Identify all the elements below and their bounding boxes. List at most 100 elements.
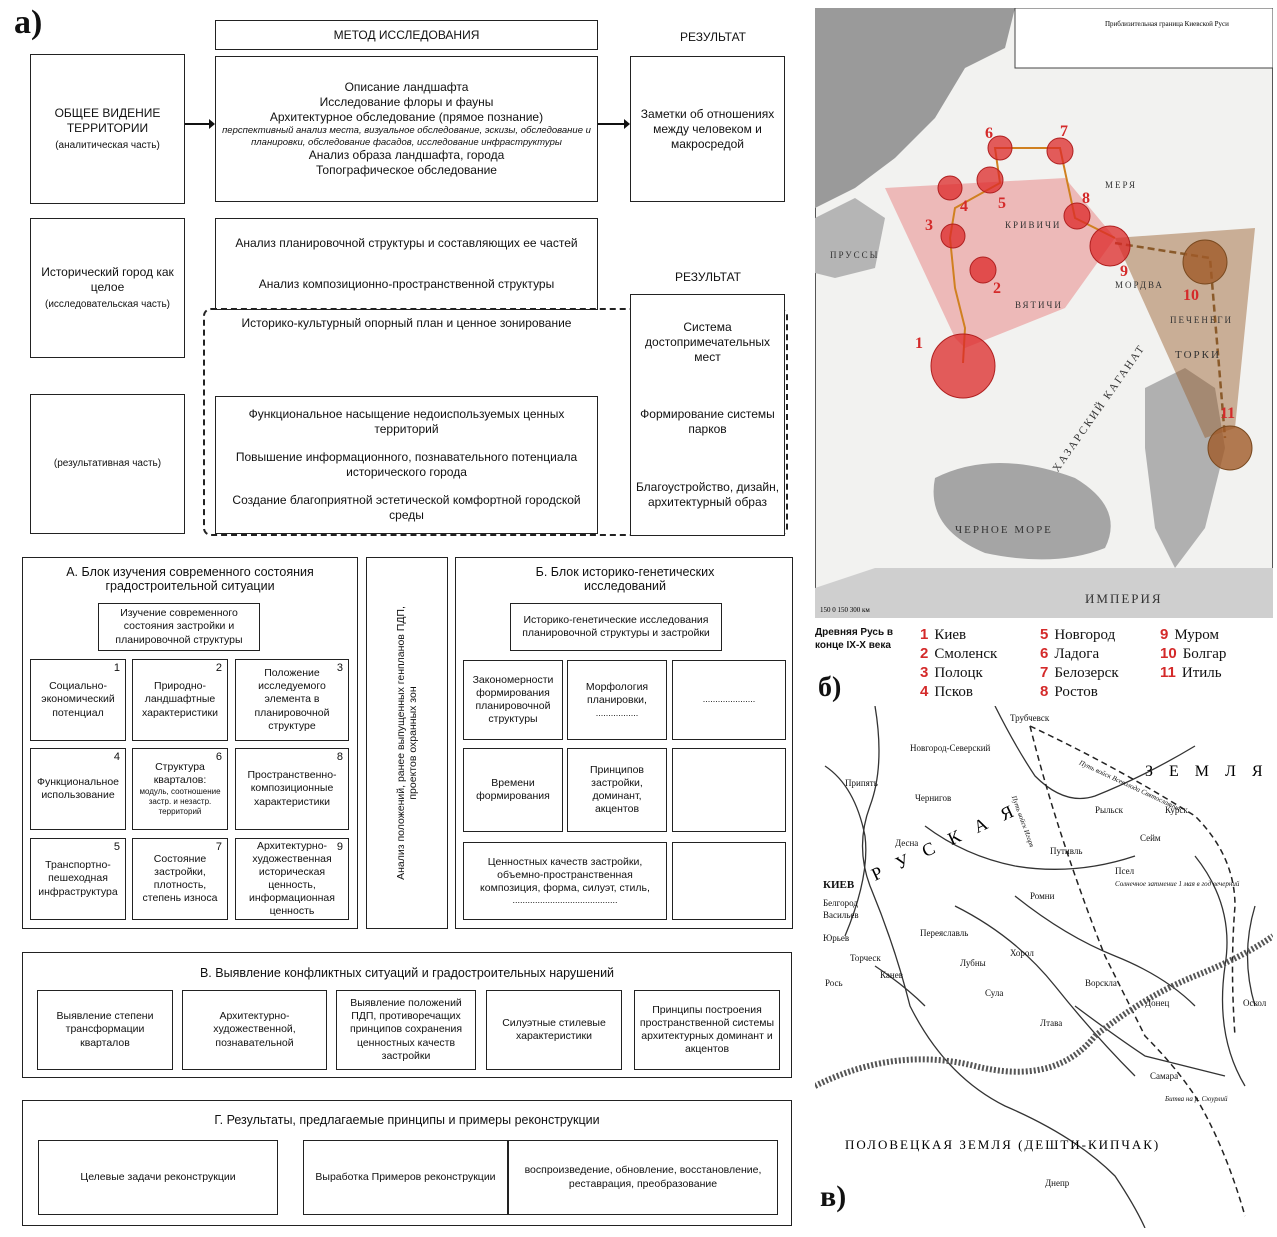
center3-line1: Функциональное насыщение недоиспользуемы… — [248, 407, 565, 437]
block-b-c-empty1: ..................... — [672, 660, 786, 740]
city-num-2: 2 — [993, 280, 1001, 297]
legend-city-name: Смоленск — [934, 646, 998, 662]
legend-number: 4 — [920, 683, 929, 700]
block-a-cell-text: Природно-ландшафтные характеристики — [142, 680, 218, 719]
result2-line2: Формирование системы парков — [640, 407, 775, 437]
block-a-cell-num: 4 — [113, 751, 120, 763]
block-v-item-text: Силуэтные стилевые характеристики — [502, 1016, 606, 1042]
block-g-item-3: воспроизведение, обновление, восстановле… — [508, 1140, 778, 1215]
dashed-frame — [203, 308, 788, 536]
map-scale: 150 0 150 300 км — [820, 606, 870, 614]
legend-number: 8 — [1040, 683, 1049, 700]
block-g-item-1: Целевые задачи реконструкции — [38, 1140, 278, 1215]
city-num-7: 7 — [1060, 123, 1068, 140]
block-a-cell-num: 3 — [336, 662, 343, 674]
block-a-cell-text: Архитектурно-художественная историческая… — [249, 839, 335, 918]
city-marker-7 — [1046, 137, 1074, 165]
legend-city-name: Псков — [934, 684, 973, 700]
result2-line1: Система достопримечательных мест — [645, 320, 770, 365]
left-box-3: (результативная часть) — [30, 394, 185, 534]
left-box-2-title: Исторический город как целое — [41, 264, 174, 294]
label-v: в) — [820, 1180, 847, 1213]
legend-number: 7 — [1040, 664, 1049, 681]
map-text-pechenegi: ПЕЧЕНЕГИ — [1170, 315, 1233, 325]
map-v-kiev: КИЕВ — [823, 879, 855, 891]
vertical-text: Анализ положений, ранее выпущенных генпл… — [395, 606, 419, 880]
map-v-desna: Десна — [895, 838, 918, 848]
left-box-1-sub: (аналитическая часть) — [55, 139, 160, 151]
result-header-2: РЕЗУЛЬТАТ — [675, 270, 741, 284]
left-box-1: ОБЩЕЕ ВИДЕНИЕ ТЕРРИТОРИИ (аналитическая … — [30, 54, 185, 204]
block-b-title: Б. Блок историко-генетических исследован… — [535, 565, 715, 593]
block-a-cell-text: Пространственно-композиционные характери… — [247, 769, 337, 808]
block-a-cell-text: Функциональное использование — [36, 775, 120, 801]
block-g-title: Г. Результаты, предлагаемые принципы и п… — [214, 1113, 600, 1127]
city-marker-5 — [976, 166, 1004, 194]
block-a-cell-small: модуль, соотношение застр. и незастр. те… — [139, 787, 221, 817]
block-b-c-empty3 — [672, 842, 786, 920]
block-a-cell-text: Транспортно-пешеходная инфраструктура — [38, 859, 118, 898]
map-text-merya: МЕРЯ — [1105, 180, 1137, 190]
map-v-battle: Битва на р. Сюурлий — [1164, 1095, 1228, 1103]
legend-number: 9 — [1160, 626, 1169, 643]
map-text-krivichi: КРИВИЧИ — [1005, 220, 1061, 230]
map-v: КИЕВ Чернигов Новгород-Северский Трубчев… — [815, 706, 1273, 1228]
legend-number: 10 — [1160, 645, 1177, 662]
center2-line1: Анализ планировочной структуры и составл… — [235, 236, 578, 250]
map-b: Приблизительная граница Киевской Руси 1 … — [815, 8, 1273, 618]
city-num-9: 9 — [1120, 263, 1128, 280]
legend-city-name: Киев — [934, 627, 967, 643]
block-b-c-empty2 — [672, 748, 786, 832]
map-v-ros: Рось — [825, 978, 843, 988]
block-a-cell-num: 5 — [113, 841, 120, 853]
block-b-c4: Принципов застройки, доминант, акцентов — [567, 748, 667, 832]
block-b-c2-text: Морфология планировки, — [585, 681, 649, 707]
block-b-c3: Времени формирования — [463, 748, 563, 832]
left-box-1-title: ОБЩЕЕ ВИДЕНИЕ ТЕРРИТОРИИ — [54, 105, 161, 135]
map-v-psel: Псел — [1115, 866, 1135, 876]
map-text-torki: ТОРКИ — [1175, 349, 1221, 361]
center1-line2: Исследование флоры и фауны — [319, 94, 494, 109]
legend-city-name: Ростов — [1054, 684, 1098, 700]
center2-line3: Историко-культурный опорный план и ценно… — [241, 316, 572, 330]
block-a-cell-num: 8 — [336, 751, 343, 763]
map-v-polovtsy: ПОЛОВЕЦКАЯ ЗЕМЛЯ (ДЕШТИ-КИПЧАК) — [845, 1137, 1160, 1152]
method-header: МЕТОД ИССЛЕДОВАНИЯ — [215, 20, 598, 50]
block-v — [22, 952, 792, 1078]
center1-line4: Анализ образа ландшафта, города — [308, 148, 505, 163]
center3-line3: Создание благоприятной эстетической комф… — [232, 492, 581, 522]
map-text-empire: ИМПЕРИЯ — [1085, 591, 1163, 606]
block-a-sub: Изучение современного состояния застройк… — [98, 603, 260, 651]
map-v-novgorod-sev: Новгород-Северский — [910, 743, 991, 753]
block-b-c4-text: Принципов застройки, доминант, акцентов — [589, 763, 645, 816]
block-v-item-text: Выявление положений ПДП, противоречащих … — [349, 997, 463, 1062]
map-b-cities — [930, 135, 1253, 471]
block-b-c1: Закономерности формирования планировочно… — [463, 660, 563, 740]
block-v-item-3: Выявление положений ПДП, противоречащих … — [336, 990, 476, 1070]
city-num-10: 10 — [1183, 287, 1199, 304]
map-v-vasilev: Васильев — [823, 910, 859, 920]
block-b-sub-text: Историко-генетические исследования плани… — [522, 613, 710, 639]
map-v-kursk: Курск — [1165, 805, 1188, 815]
city-marker-9 — [1089, 225, 1131, 267]
legend-city-name: Белозерск — [1054, 665, 1119, 681]
result-header-1: РЕЗУЛЬТАТ — [680, 30, 746, 44]
city-marker-3 — [940, 223, 966, 249]
city-num-4: 4 — [960, 198, 968, 215]
center-box-1: Описание ландшафта Исследование флоры и … — [215, 56, 598, 202]
city-marker-11 — [1207, 425, 1253, 471]
center1-line3: Архитектурное обследование (прямое позна… — [269, 109, 544, 124]
center2-line2: Анализ композиционно-пространственной ст… — [258, 277, 555, 291]
block-a — [22, 557, 358, 929]
map-v-seim: Сейм — [1140, 833, 1161, 843]
map-v-donets: Донец — [1145, 998, 1169, 1008]
center-box-2: Анализ планировочной структуры и составл… — [215, 218, 598, 310]
city-marker-2 — [969, 256, 997, 284]
